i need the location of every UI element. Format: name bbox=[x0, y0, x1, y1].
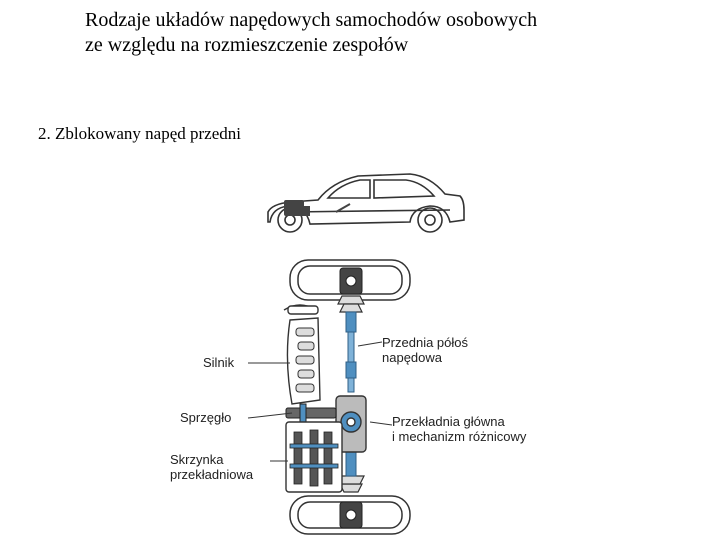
gearbox-label: Skrzynka przekładniowa bbox=[170, 452, 253, 482]
gearbox-label-line-1: Skrzynka bbox=[170, 452, 253, 467]
drivetrain-illustration bbox=[160, 160, 580, 540]
clutch-label: Sprzęgło bbox=[180, 410, 231, 425]
half-shaft-label: Przednia półoś napędowa bbox=[382, 335, 468, 365]
cv-boot-top bbox=[338, 296, 364, 312]
drivetrain-diagram: Silnik Sprzęgło Skrzynka przekładniowa P… bbox=[160, 160, 580, 540]
engine-label: Silnik bbox=[203, 355, 234, 370]
half-shaft-label-line-2: napędowa bbox=[382, 350, 468, 365]
half-shaft-label-line-1: Przednia półoś bbox=[382, 335, 468, 350]
slide-title: Rodzaje układów napędowych samochodów os… bbox=[85, 8, 685, 58]
gearbox-label-line-2: przekładniowa bbox=[170, 467, 253, 482]
section-label: 2. Zblokowany napęd przedni bbox=[38, 124, 241, 144]
slide-title-line-1: Rodzaje układów napędowych samochodów os… bbox=[85, 8, 685, 33]
final-drive-label: Przekładnia główna i mechanizm różnicowy bbox=[392, 414, 526, 444]
final-drive-label-line-1: Przekładnia główna bbox=[392, 414, 526, 429]
car-engine-block bbox=[284, 200, 310, 216]
slide-title-line-2: ze względu na rozmieszczenie zespołów bbox=[85, 33, 685, 58]
half-shaft-lower bbox=[346, 452, 356, 476]
hub-top bbox=[340, 268, 362, 294]
final-drive-label-line-2: i mechanizm różnicowy bbox=[392, 429, 526, 444]
half-shaft-upper bbox=[346, 312, 356, 392]
clutch-assembly bbox=[286, 404, 336, 422]
gearbox-internals bbox=[290, 430, 338, 486]
hub-bottom bbox=[340, 502, 362, 528]
